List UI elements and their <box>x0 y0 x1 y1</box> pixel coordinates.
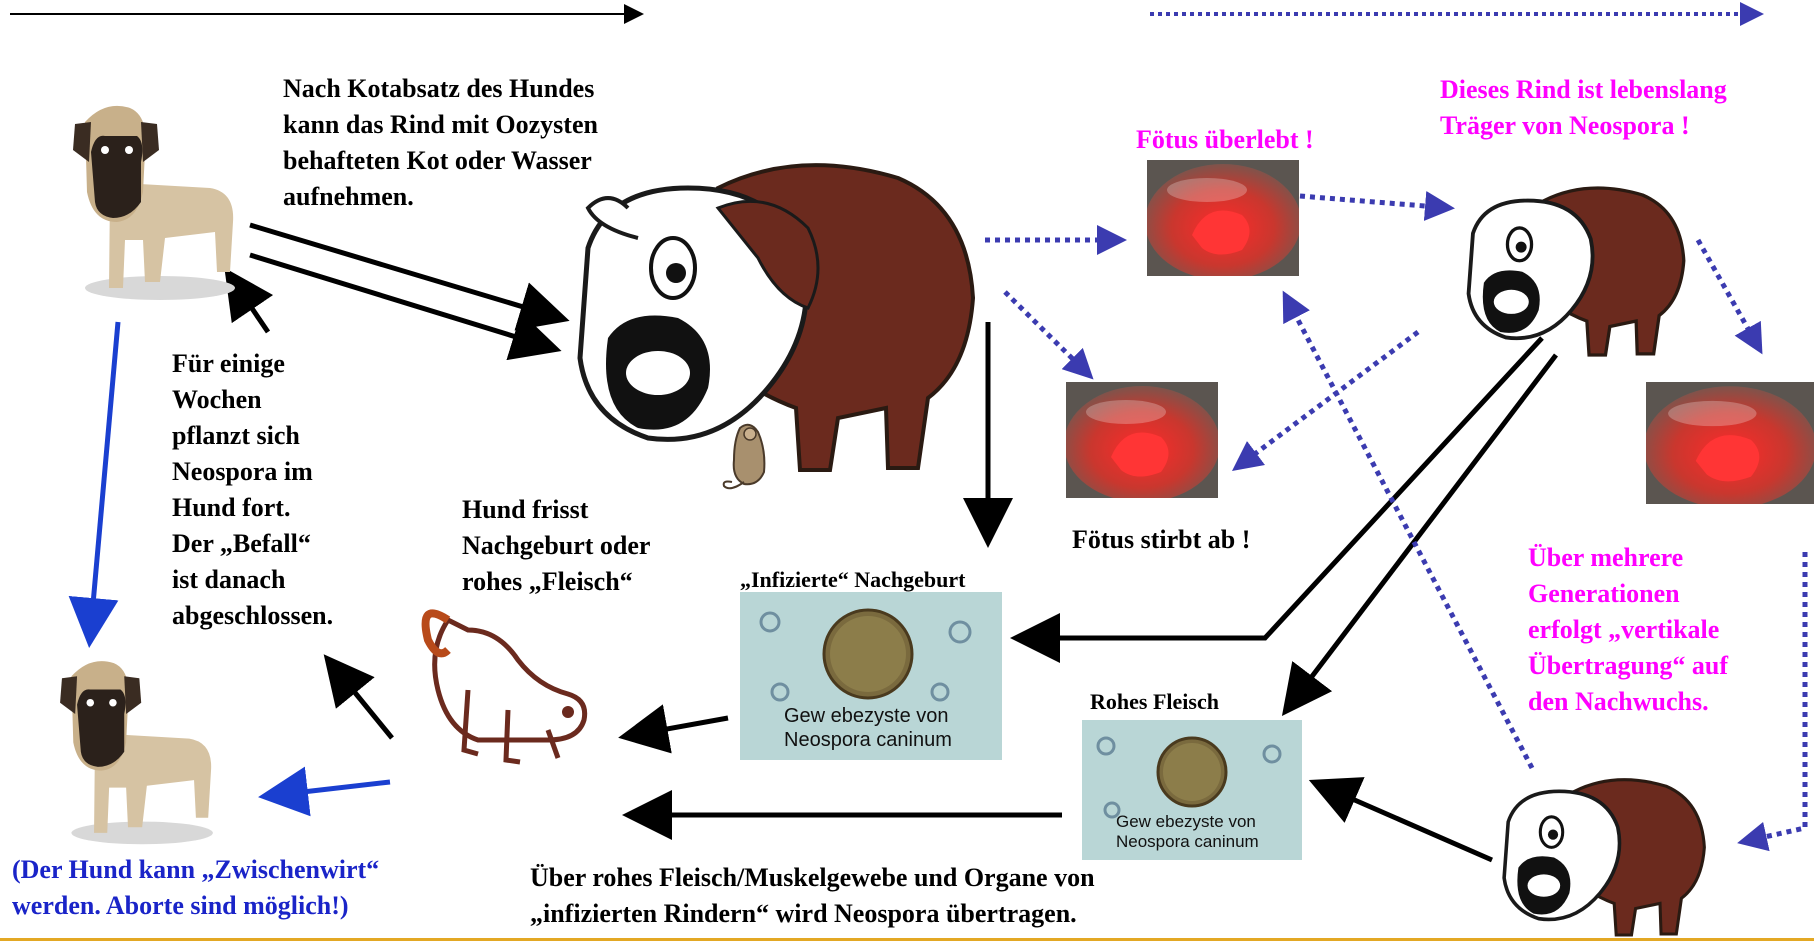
label-dog-to-cow: Nach Kotabsatz des Hundes kann das Rind … <box>283 71 598 215</box>
arrow-carrier-to-meat <box>1288 355 1556 708</box>
micro-caption-line: Gew ebezyste von <box>1116 812 1259 832</box>
arrow-bottom-cow-to-fetus <box>1285 295 1532 768</box>
text-line: Der „Befall“ <box>172 526 333 562</box>
mouse-icon <box>720 420 778 500</box>
text-line: Über rohes Fleisch/Muskelgewebe und Orga… <box>530 860 1095 896</box>
micro-caption-line: Neospora caninum <box>1116 832 1259 852</box>
footer-rule <box>0 938 1814 941</box>
text-line: Hund frisst <box>462 492 650 528</box>
text-line: behafteten Kot oder Wasser <box>283 143 598 179</box>
label-dog-cycle: Für einige Wochen pflanzt sich Neospora … <box>172 346 333 634</box>
text-line: „infizierten Rindern“ wird Neospora über… <box>530 896 1095 932</box>
text-line: werden. Aborte sind möglich!) <box>12 888 379 924</box>
label-fetus-dies: Fötus stirbt ab ! <box>1072 522 1250 558</box>
arrow-cow-to-fetus-dead <box>1005 292 1090 376</box>
label-vertical-transmission: Über mehrere Generationen erfolgt „verti… <box>1528 540 1728 720</box>
micro-caption-line: Gew ebezyste von <box>784 704 952 728</box>
dog-icon <box>45 92 245 304</box>
label-infected-placenta: „Infizierte“ Nachgeburt <box>740 566 965 594</box>
label-dog-eats: Hund frisst Nachgeburt oder rohes „Fleis… <box>462 492 650 600</box>
fetus-icon <box>1066 382 1218 498</box>
text-line: aufnehmen. <box>283 179 598 215</box>
text-line: kann das Rind mit Oozysten <box>283 107 598 143</box>
text-line: Generationen <box>1528 576 1728 612</box>
arrow-puppy-to-dog <box>330 662 392 738</box>
label-carrier: Dieses Rind ist lebenslang Träger von Ne… <box>1440 72 1727 144</box>
arrow-bottom-cow-to-meat <box>1318 784 1492 860</box>
text-line: Über mehrere <box>1528 540 1728 576</box>
dog-icon <box>28 648 228 848</box>
text-line: Hund fort. <box>172 490 333 526</box>
arrow-placenta-to-puppy <box>628 718 728 736</box>
text-line: Nach Kotabsatz des Hundes <box>283 71 598 107</box>
fetus-icon <box>1646 382 1814 504</box>
label-intermediate-host: (Der Hund kann „Zwischenwirt“ werden. Ab… <box>12 852 379 924</box>
fetus-icon <box>1147 160 1299 276</box>
cow-icon <box>1462 174 1692 364</box>
puppy-icon <box>408 590 608 780</box>
text-line: Nachgeburt oder <box>462 528 650 564</box>
text-line: abgeschlossen. <box>172 598 333 634</box>
label-raw-meat: Rohes Fleisch <box>1090 688 1219 716</box>
micro-caption-line: Neospora caninum <box>784 728 952 752</box>
arrow-carrier-to-fetus-right <box>1698 240 1760 350</box>
arrow-dog-to-dog-blue <box>90 322 118 638</box>
text-line: pflanzt sich <box>172 418 333 454</box>
cow-icon <box>568 148 988 478</box>
arrow-fetus-to-carrier <box>1300 196 1450 208</box>
text-line: Wochen <box>172 382 333 418</box>
label-fetus-survives: Fötus überlebt ! <box>1136 122 1314 158</box>
cow-icon <box>1498 770 1712 940</box>
text-line: Dieses Rind ist lebenslang <box>1440 72 1727 108</box>
text-line: den Nachwuchs. <box>1528 684 1728 720</box>
arrow-vertical-to-bottom-cow <box>1742 552 1805 842</box>
arrow-puppy-to-dog-blue <box>268 782 390 796</box>
text-line: rohes „Fleisch“ <box>462 564 650 600</box>
text-line: Für einige <box>172 346 333 382</box>
text-line: Träger von Neospora ! <box>1440 108 1727 144</box>
text-line: (Der Hund kann „Zwischenwirt“ <box>12 852 379 888</box>
label-meat-transmission: Über rohes Fleisch/Muskelgewebe und Orga… <box>530 860 1095 932</box>
text-line: Übertragung“ auf <box>1528 648 1728 684</box>
arrow-carrier-to-fetus-dead <box>1236 332 1418 468</box>
text-line: ist danach <box>172 562 333 598</box>
meat-micrograph: Gew ebezyste von Neospora caninum <box>1082 720 1302 860</box>
placenta-micrograph: Gew ebezyste von Neospora caninum <box>740 592 1002 760</box>
text-line: erfolgt „vertikale <box>1528 612 1728 648</box>
text-line: Neospora im <box>172 454 333 490</box>
